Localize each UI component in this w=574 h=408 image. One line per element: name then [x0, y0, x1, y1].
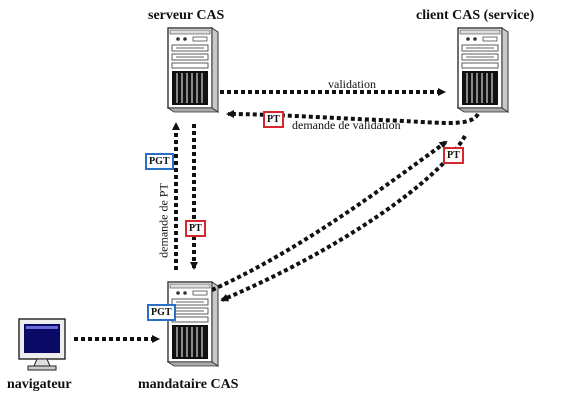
proxy-title: mandataire CAS: [138, 377, 239, 392]
cas-client-title: client CAS (service): [416, 8, 535, 23]
pgt-badge: PGT: [145, 153, 174, 170]
client-to-proxy-arrow: [220, 135, 467, 302]
server-tower-icon: [457, 27, 509, 113]
server-tower-icon: [167, 27, 219, 113]
pt-badge: PT: [263, 111, 284, 128]
validation-label: validation: [328, 77, 376, 91]
pgt-badge: PGT: [147, 304, 176, 321]
server-tower-icon: [167, 281, 219, 367]
monitor-icon: [18, 318, 66, 371]
pt-request-label: demande de PT: [156, 183, 171, 258]
cas-server-title: serveur CAS: [148, 8, 225, 23]
browser-title: navigateur: [7, 377, 72, 392]
proxy-to-client-arrow: [211, 140, 448, 292]
pt-badge: PT: [443, 147, 464, 164]
pt-badge: PT: [185, 220, 206, 237]
validation-request-label: demande de validation: [292, 118, 401, 132]
